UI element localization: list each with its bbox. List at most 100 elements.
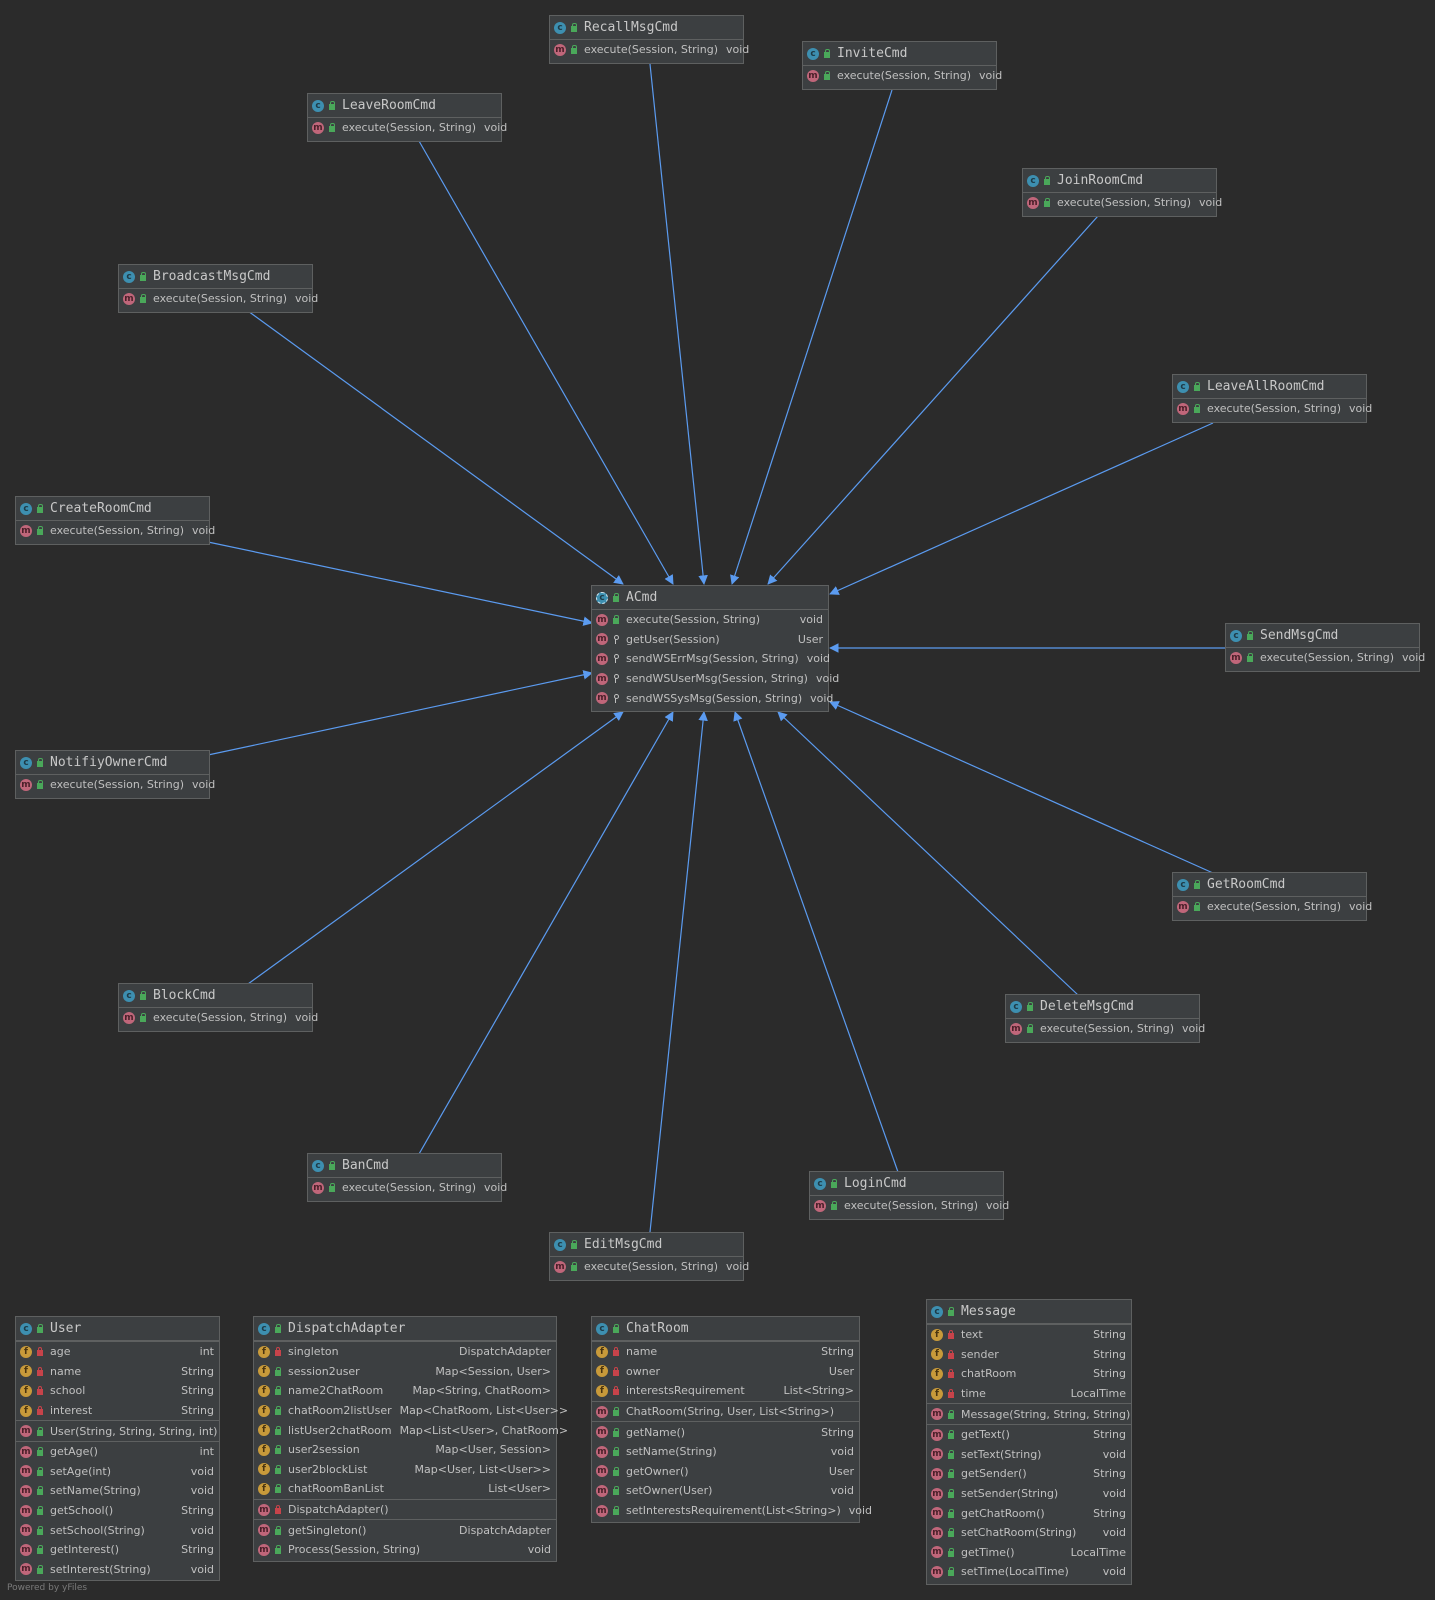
- public-icon: [947, 1567, 955, 1577]
- class-icon: c: [123, 270, 135, 283]
- public-icon: [36, 1324, 44, 1333]
- field-type: Map<String, ChatRoom>: [412, 1384, 552, 1398]
- method-name: execute(Session, String): [153, 292, 287, 306]
- class-icon: c: [312, 99, 324, 112]
- method-name: setAge(int): [50, 1464, 112, 1478]
- method-icon: m: [931, 1467, 943, 1480]
- public-icon: [612, 1506, 620, 1516]
- class-name: RecallMsgCmd: [584, 20, 678, 35]
- field-type: DispatchAdapter: [459, 1345, 551, 1359]
- method-name: getSchool(): [50, 1504, 114, 1518]
- public-icon: [1246, 631, 1254, 640]
- public-icon: [36, 780, 44, 790]
- method-type: User: [797, 632, 823, 646]
- private-icon: [36, 1406, 44, 1416]
- class-name: Message: [961, 1304, 1016, 1319]
- public-icon: [947, 1547, 955, 1557]
- method-icon: m: [931, 1408, 943, 1421]
- field-type: Map<List<User>, ChatRoom>: [399, 1423, 569, 1437]
- method-type: String: [1093, 1428, 1126, 1442]
- class-name: NotifiyOwnerCmd: [50, 755, 168, 770]
- edge-createroomcmd: [207, 541, 593, 626]
- method-name: Process(Session, String): [288, 1543, 421, 1557]
- edge-leaveroomcmd: [418, 140, 674, 585]
- method-type: void: [190, 1562, 214, 1576]
- method-icon: m: [1010, 1022, 1022, 1035]
- field-type: Map<User, Session>: [435, 1443, 551, 1457]
- method-name: execute(Session, String): [50, 524, 184, 538]
- class-icon: c: [807, 47, 819, 60]
- private-icon: [274, 1347, 282, 1357]
- constructor-name: Message(String, String, String): [961, 1407, 1131, 1421]
- field-icon: f: [258, 1384, 270, 1397]
- public-icon: [830, 1201, 838, 1211]
- class-icon: c: [814, 1177, 826, 1190]
- class-name: CreateRoomCmd: [50, 501, 152, 516]
- class-icon: c: [258, 1322, 270, 1335]
- method-name: sendWSSysMsg(Session, String): [626, 691, 803, 705]
- edge-leaveallroomcmd: [829, 422, 1214, 595]
- public-icon: [36, 1466, 44, 1476]
- public-icon: [139, 272, 147, 281]
- protected-icon: [612, 634, 620, 644]
- method-icon: m: [20, 1524, 32, 1537]
- method-name: execute(Session, String): [153, 1011, 287, 1025]
- powered-by-footer: Powered by yFiles: [7, 1583, 88, 1593]
- protected-icon: [612, 693, 620, 703]
- public-icon: [274, 1545, 282, 1555]
- private-icon: [274, 1505, 282, 1515]
- class-name: BroadcastMsgCmd: [153, 269, 271, 284]
- method-type: void: [1102, 1526, 1126, 1540]
- class-name: ACmd: [626, 590, 658, 605]
- public-icon: [947, 1307, 955, 1316]
- field-icon: f: [596, 1345, 608, 1358]
- public-icon: [1193, 382, 1201, 391]
- field-name: chatRoom2listUser: [288, 1404, 392, 1418]
- method-type: void: [190, 1484, 214, 1498]
- method-icon: m: [931, 1428, 943, 1441]
- public-icon: [612, 615, 620, 625]
- method-type: DispatchAdapter: [459, 1523, 551, 1537]
- method-icon: m: [20, 1543, 32, 1556]
- public-icon: [36, 1426, 44, 1436]
- class-icon: c: [1230, 629, 1242, 642]
- field-icon: f: [258, 1424, 270, 1437]
- method-icon: m: [1177, 900, 1189, 913]
- method-name: getName(): [626, 1425, 686, 1439]
- method-icon: m: [931, 1448, 943, 1461]
- class-icon: c: [20, 756, 32, 769]
- edge-blockcmd: [247, 711, 624, 985]
- public-icon: [328, 101, 336, 110]
- public-icon: [947, 1508, 955, 1518]
- public-icon: [328, 123, 336, 133]
- class-name: JoinRoomCmd: [1057, 173, 1144, 188]
- method-type: String: [181, 1543, 214, 1557]
- method-name: execute(Session, String): [1207, 402, 1341, 416]
- method-icon: m: [596, 652, 608, 665]
- method-icon: m: [596, 613, 608, 626]
- method-type: void: [1199, 196, 1223, 210]
- method-name: execute(Session, String): [1040, 1022, 1174, 1036]
